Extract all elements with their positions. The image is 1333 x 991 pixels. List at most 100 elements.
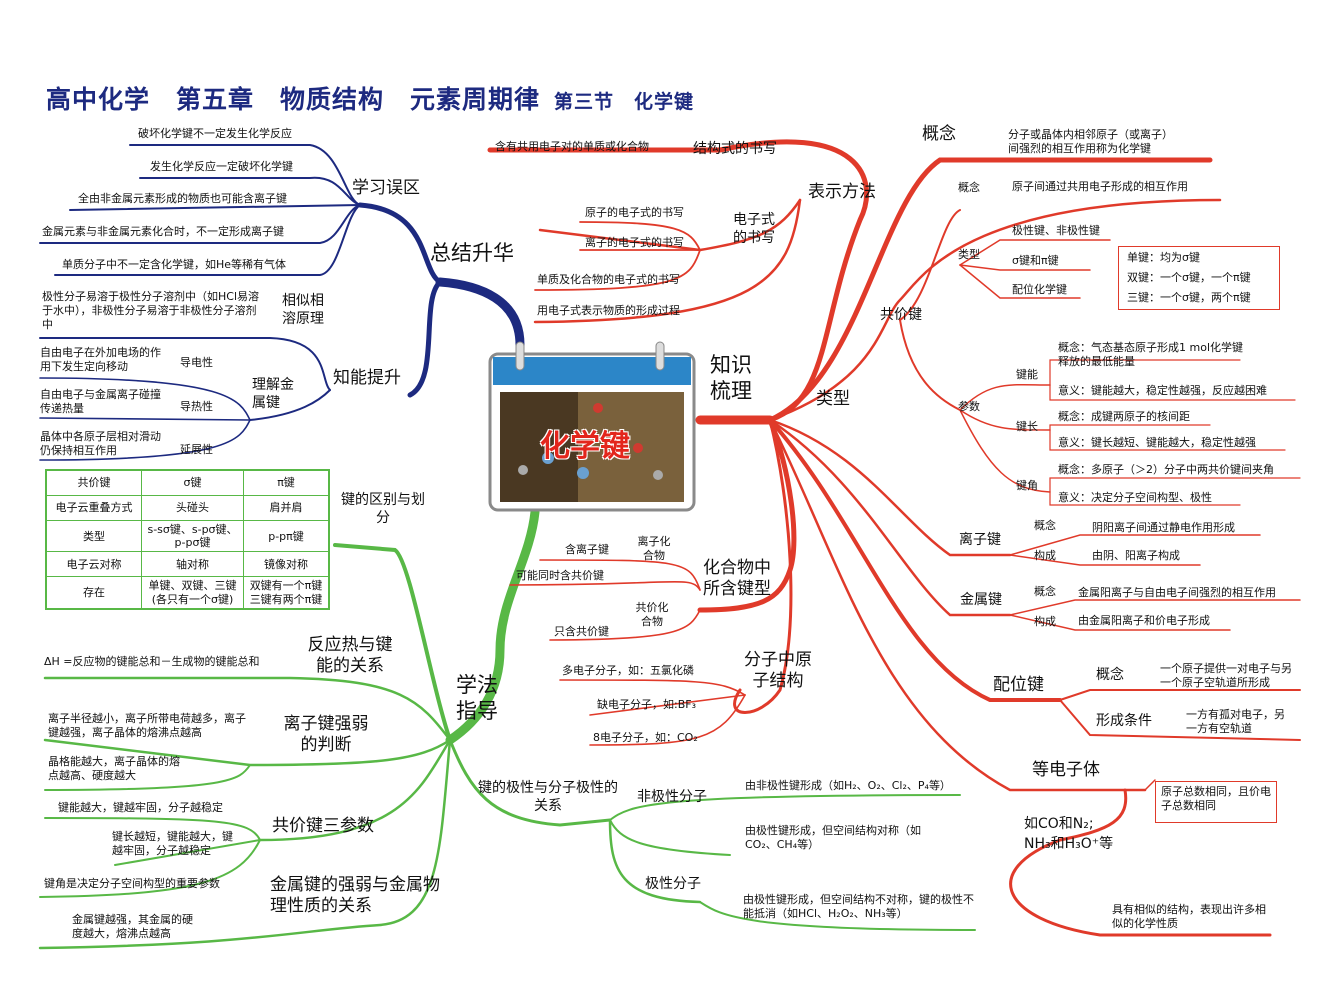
params-label: 参数 — [958, 400, 980, 413]
bond-angle-label: 键角 — [1016, 479, 1038, 492]
pitfall-item: 金属元素与非金属元素化合时，不一定形成离子键 — [42, 225, 284, 238]
ionic-strength-item: 晶格能越大，离子晶体的熔点越高、硬度越大 — [48, 755, 180, 782]
polar-molecule-label: 极性分子 — [645, 876, 701, 892]
isoelectronic-box: 原子总数相同，且价电子总数相同 — [1155, 781, 1277, 823]
covalent-concept-text: 原子间通过共用电子形成的相互作用 — [1012, 180, 1188, 193]
ionic-compound-item: 含离子键 — [565, 543, 609, 556]
page-title-main: 高中化学 第五章 物质结构 元素周期律 — [46, 85, 541, 114]
coordinate-condition-key: 形成条件 — [1096, 713, 1152, 729]
conductivity-label: 导电性 — [180, 356, 213, 369]
table-row: 存在单键、双键、三键(各只有一个σ键)双键有一个π键三键有两个π键 — [45, 576, 330, 610]
summary-root: 总结升华 — [430, 241, 514, 265]
table-cell: 头碰头 — [141, 495, 244, 521]
bond-length-label: 键长 — [1016, 420, 1038, 433]
table-cell: 存在 — [45, 576, 142, 610]
bond-length-item: 概念：成键两原子的核间距 — [1058, 410, 1190, 423]
coordinate-condition-value: 一方有孤对电子，另一方有空轨道 — [1186, 708, 1285, 735]
compound-bond-types-label: 化合物中所含键型 — [703, 558, 771, 600]
pitfall-item: 发生化学反应一定破坏化学键 — [150, 160, 293, 173]
covalent-concept-label: 概念 — [958, 181, 980, 194]
nonpolar-item: 由极性键形成，但空间结构对称（如CO₂、CH₄等） — [745, 824, 921, 851]
table-row: 电子云重叠方式头碰头肩并肩 — [45, 495, 330, 521]
table-cell: 双键有一个π键三键有两个π键 — [243, 576, 330, 610]
pitfall-item: 全由非金属元素形成的物质也可能含离子键 — [78, 192, 287, 205]
molecular-structure-item: 8电子分子，如：CO₂ — [593, 731, 698, 744]
bond-energy-item: 意义：键能越大，稳定性越强，反应越困难 — [1058, 384, 1267, 397]
covalent-param-item: 键长越短，键能越大，键越牢固，分子越稳定 — [112, 830, 233, 857]
metallic-bond-understanding-label: 理解金属键 — [252, 377, 294, 411]
nonpolar-molecule-label: 非极性分子 — [637, 789, 707, 805]
table-cell: 单键、双键、三键(各只有一个σ键) — [141, 576, 244, 610]
ductility-text: 晶体中各原子层相对滑动仍保持相互作用 — [40, 430, 161, 457]
table-cell: π键 — [243, 469, 330, 496]
isoelectronic-label: 等电子体 — [1032, 760, 1100, 780]
coordinate-concept-key: 概念 — [1096, 667, 1124, 683]
bond-angle-item: 意义：决定分子空间构型、极性 — [1058, 491, 1212, 504]
coordinate-bond-label: 配位键 — [993, 675, 1044, 695]
bond-length-item: 意义：键长越短、键能越大，稳定性越强 — [1058, 436, 1256, 449]
ionic-strength-item: 离子半径越小，离子所带电荷越多，离子键越强，离子晶体的熔沸点越高 — [48, 712, 246, 739]
electron-formula-item: 原子的电子式的书写 — [585, 206, 684, 219]
concept-label: 概念 — [922, 124, 956, 144]
bond-type-box-item: 单键：均为σ键 — [1127, 251, 1200, 264]
reaction-heat-label: 反应热与键能的关系 — [307, 635, 393, 677]
table-cell: 电子云重叠方式 — [45, 495, 142, 521]
pitfall-item: 单质分子中不一定含化学键，如He等稀有气体 — [62, 258, 287, 271]
covalent-compound-item: 只含共价键 — [554, 625, 609, 638]
reaction-heat-text: ΔH =反应物的键能总和－生成物的键能总和 — [44, 655, 260, 668]
electron-formula-item: 单质及化合物的电子式的书写 — [537, 273, 680, 286]
metallic-value: 由金属阳离子和价电子形成 — [1078, 614, 1210, 627]
conductivity-text: 自由电子在外加电场的作用下发生定向移动 — [40, 346, 161, 373]
isoelectronic-example: NH₃和H₃O⁺等 — [1024, 836, 1114, 852]
table-cell: σ键 — [141, 469, 244, 496]
ionic-strength-label: 离子键强弱的判断 — [283, 714, 369, 756]
covalent-params-label: 共价键三参数 — [272, 816, 374, 836]
ionic-bond-label: 离子键 — [959, 532, 1001, 548]
like-dissolves-like-text: 极性分子易溶于极性分子溶剂中（如HCl易溶于水中），非极性分子易溶于非极性分子溶… — [42, 290, 260, 331]
metallic-value: 金属阳离子与自由电子间强烈的相互作用 — [1078, 586, 1276, 599]
table-cell: 类型 — [45, 519, 142, 553]
thermal-label: 导热性 — [180, 400, 213, 413]
metallic-strength-text: 金属键越强，其金属的硬度越大，熔沸点越高 — [72, 913, 193, 940]
chemical-bond-calendar-icon — [488, 340, 696, 512]
thermal-text: 自由电子与金属离子碰撞传递热量 — [40, 388, 161, 415]
covalent-param-item: 键角是决定分子空间构型的重要参数 — [44, 877, 220, 890]
table-cell: p-pπ键 — [243, 519, 330, 553]
table-cell: 电子云对称 — [45, 551, 142, 578]
isoelectronic-text: 具有相似的结构，表现出许多相似的化学性质 — [1112, 903, 1266, 930]
center-topic-label: 化学键 — [540, 429, 630, 464]
covalent-compound-label: 共价化合物 — [635, 601, 669, 628]
molecular-structure-item: 缺电子分子，如:BF₃ — [597, 698, 696, 711]
coordinate-concept-value: 一个原子提供一对电子与另一个原子空轨道所形成 — [1160, 662, 1292, 689]
molecular-structure-item: 多电子分子，如：五氯化磷 — [562, 664, 694, 677]
concept-text: 分子或晶体内相邻原子（或离子）间强烈的相互作用称为化学键 — [1008, 128, 1173, 155]
ionic-key: 概念 — [1034, 519, 1056, 532]
covalent-bond-label: 共价键 — [880, 307, 922, 323]
bond-energy-label: 键能 — [1016, 368, 1038, 381]
ionic-compound-item: 可能同时含共价键 — [516, 569, 604, 582]
ductility-label: 延展性 — [180, 443, 213, 456]
metallic-bond-label: 金属键 — [960, 592, 1002, 608]
ionic-key: 构成 — [1034, 549, 1056, 562]
metallic-key: 构成 — [1034, 615, 1056, 628]
polarity-relation-label: 键的极性与分子极性的关系 — [478, 780, 618, 814]
structural-formula-label: 结构式的书写 — [693, 141, 777, 157]
page-title: 高中化学 第五章 物质结构 元素周期律第三节 化学键 — [46, 80, 694, 116]
study-pitfalls-label: 学习误区 — [352, 178, 420, 198]
like-dissolves-like-label: 相似相溶原理 — [282, 293, 324, 327]
ability-label: 知能提升 — [333, 368, 401, 388]
table-row: 电子云对称轴对称镜像对称 — [45, 551, 330, 578]
ionic-value: 由阴、阳离子构成 — [1092, 549, 1180, 562]
types-label: 类型 — [816, 389, 850, 409]
covalent-type-item: 极性键、非极性键 — [1012, 224, 1100, 237]
molecular-structure-label: 分子中原子结构 — [744, 650, 812, 692]
ionic-value: 阴阳离子间通过静电作用形成 — [1092, 521, 1235, 534]
covalent-type-item: 配位化学键 — [1012, 283, 1067, 296]
pitfall-item: 破坏化学键不一定发生化学反应 — [138, 127, 292, 140]
covalent-param-item: 键能越大，键越牢固，分子越稳定 — [58, 801, 223, 814]
isoelectronic-box-text: 原子总数相同，且价电子总数相同 — [1161, 785, 1271, 812]
metallic-key: 概念 — [1034, 585, 1056, 598]
table-cell: 共价键 — [45, 469, 142, 496]
